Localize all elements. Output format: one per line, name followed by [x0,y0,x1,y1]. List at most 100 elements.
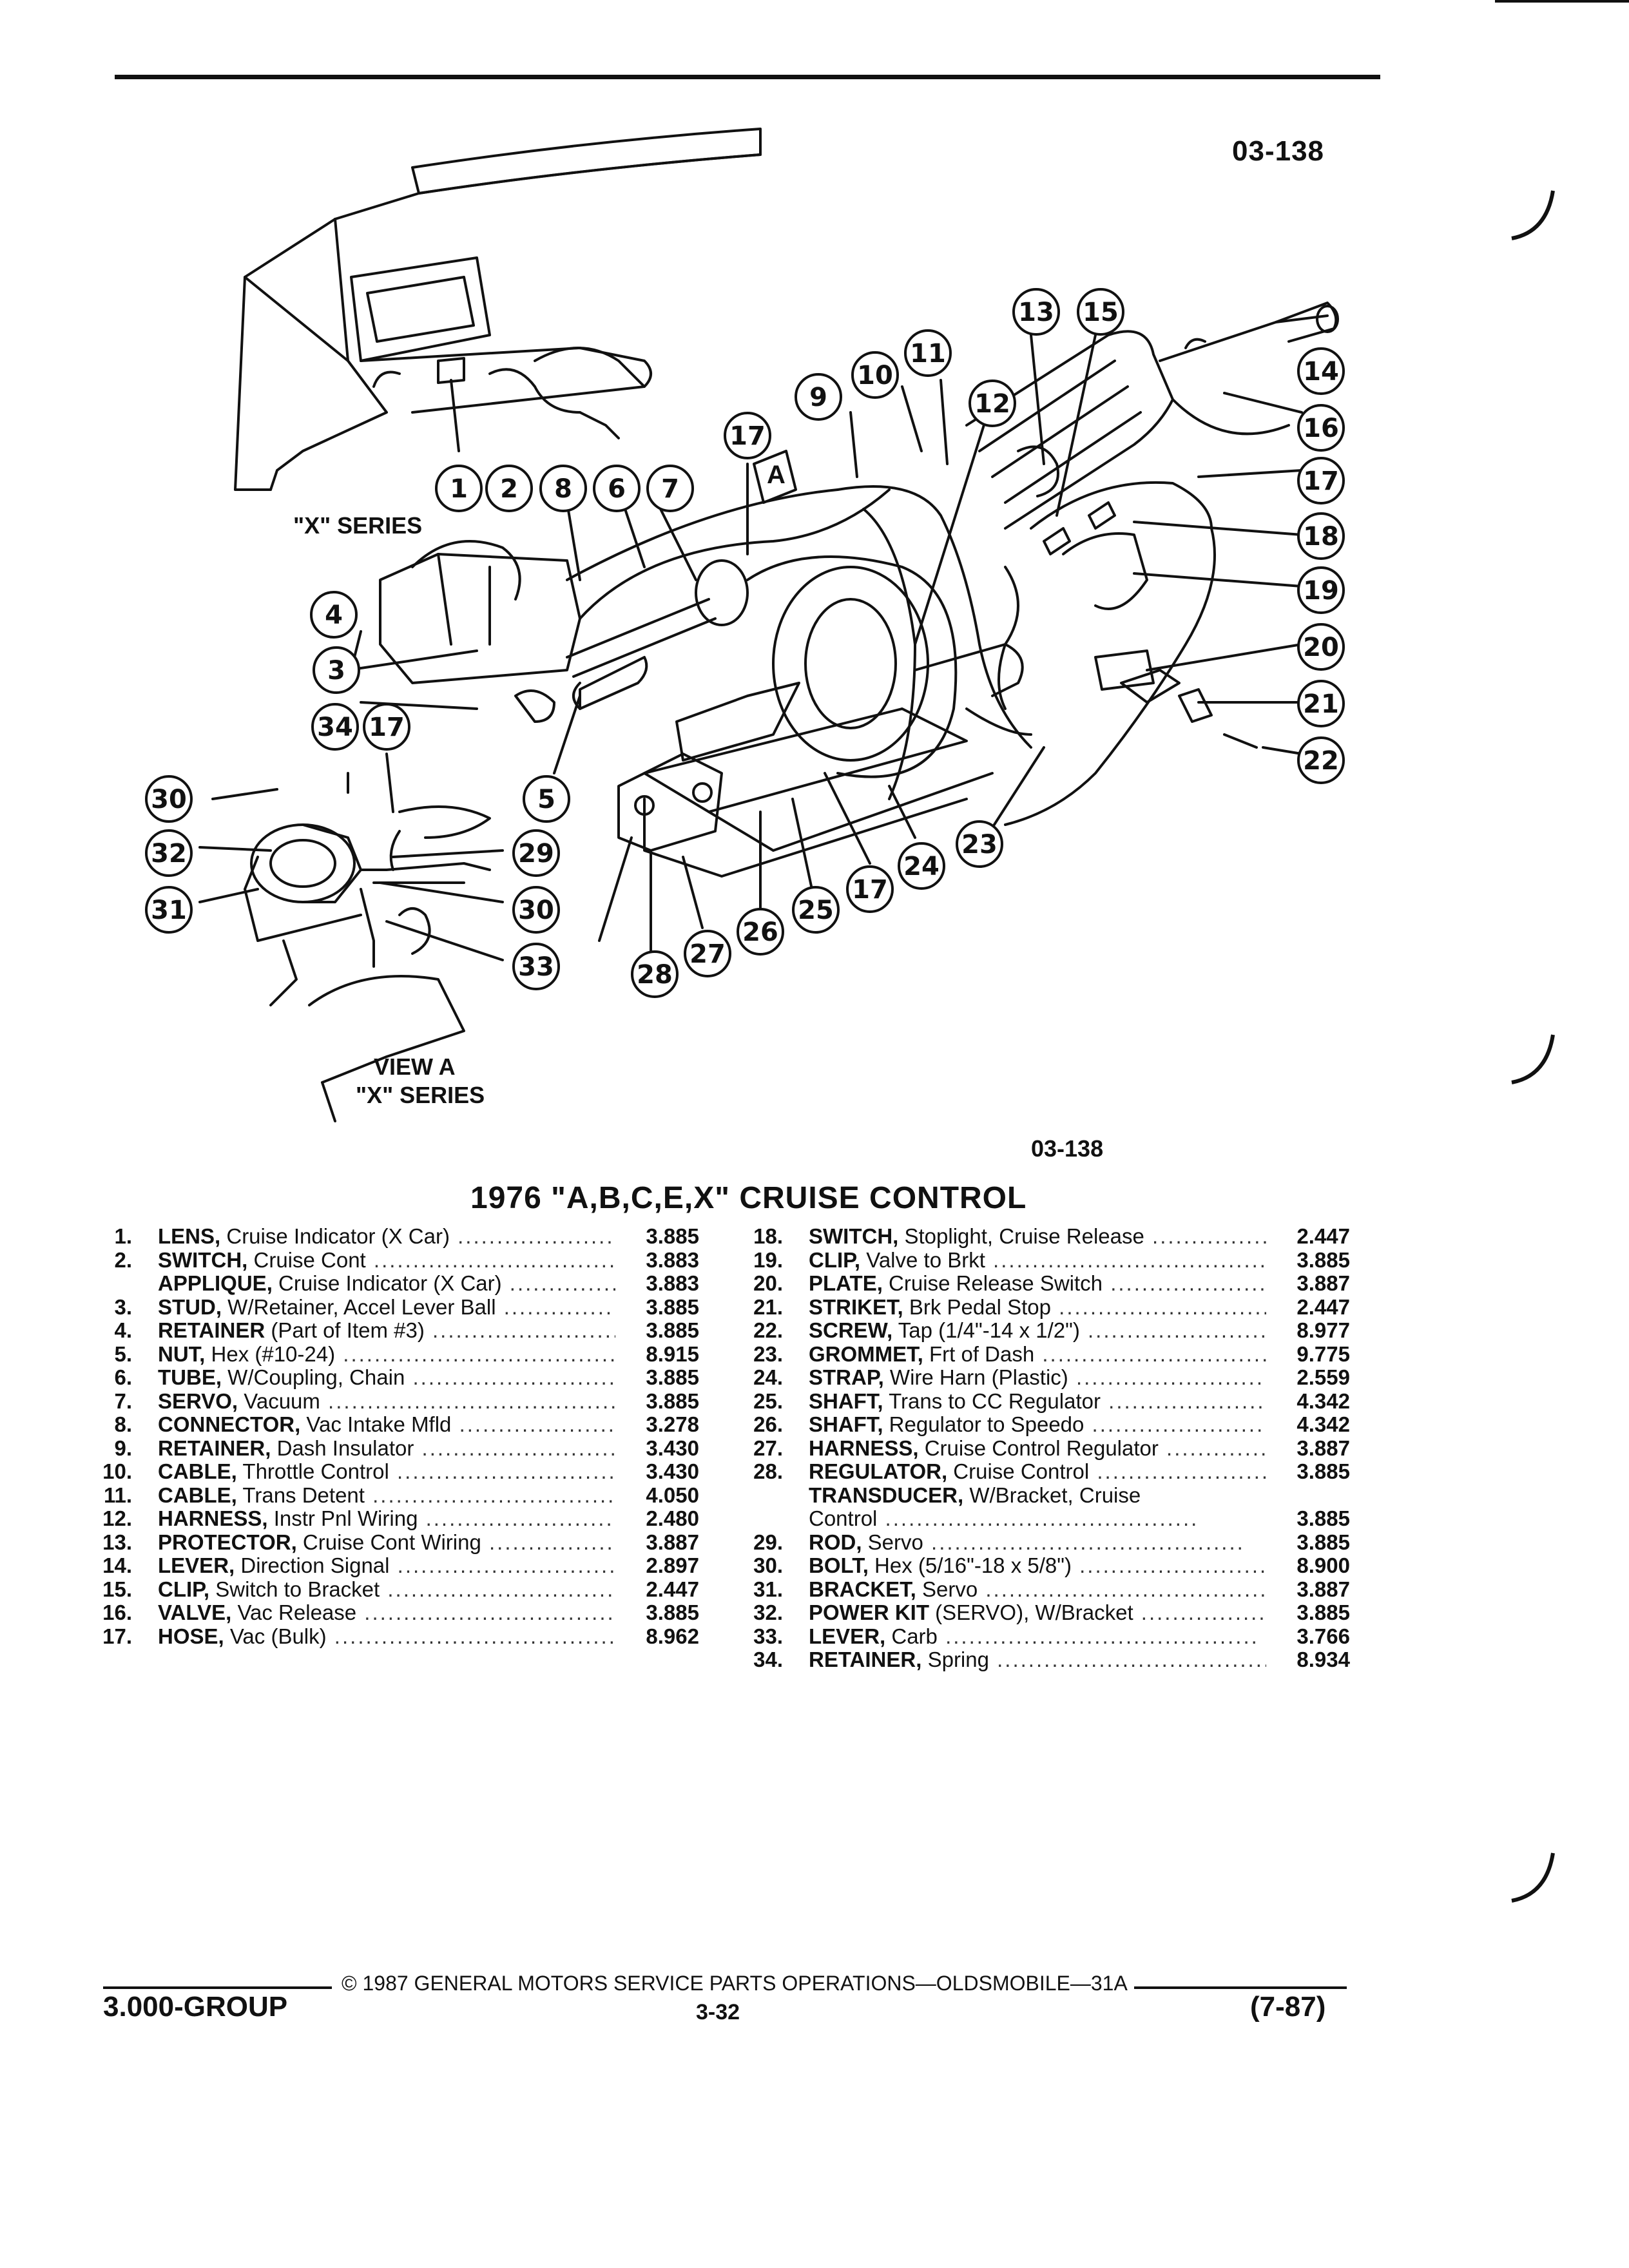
part-row: 18.SWITCH, Stoplight, Cruise Release ...… [747,1224,1360,1248]
dot-leader: ........................................ [1087,1318,1266,1342]
part-detail: Servo [916,1577,978,1601]
footer-copyright: © 1987 GENERAL MOTORS SERVICE PARTS OPER… [342,1972,1128,1995]
part-row: Control ................................… [747,1506,1360,1530]
part-detail: Stoplight, Cruise Release [898,1224,1144,1248]
part-detail: Vacuum [238,1389,320,1413]
part-name: CABLE, [158,1459,237,1483]
callout-label: 17 [852,875,888,905]
part-number: 1. [114,1224,132,1248]
part-code: 3.885 [646,1224,699,1248]
part-detail: Instr Pnl Wiring [267,1506,418,1530]
dot-leader: ........................................ [1059,1294,1266,1319]
callout-12: 12 [969,380,1016,427]
part-number: 17. [102,1624,132,1648]
part-detail: Switch to Bracket [209,1577,380,1601]
part-code: 3.766 [1296,1624,1350,1648]
callout-1: 1 [435,465,483,512]
part-detail: Spring [921,1648,989,1671]
part-description: VALVE, Vac Release .....................… [158,1600,615,1625]
parts-list-left: 1. LENS, Cruise Indicator (X Car) .......… [97,1224,709,1648]
callout-7: 7 [646,465,694,512]
part-number: 23. [753,1341,783,1366]
part-name: SWITCH, [158,1247,248,1272]
part-code: 2.559 [1296,1365,1350,1389]
part-number: 9. [114,1436,132,1460]
part-description: LENS, Cruise Indicator (X Car) .........… [158,1224,615,1249]
part-name: SHAFT, [809,1412,883,1436]
dot-leader: ........................................ [1079,1553,1266,1577]
part-number: 24. [753,1365,783,1389]
dot-leader: ........................................ [432,1318,615,1342]
callout-label: 24 [903,852,940,881]
part-description: HARNESS, Instr Pnl Wiring ..............… [158,1506,615,1531]
part-description: HOSE, Vac (Bulk) .......................… [158,1624,615,1649]
part-detail: Hex (5/16"-18 x 5/8") [868,1553,1072,1577]
corner-mark [1495,0,1629,3]
part-code: 4.050 [646,1483,699,1507]
figure-number: 03-138 [1232,135,1325,167]
callout-label: 30 [151,785,187,814]
part-row: 31.BRACKET, Servo ......................… [747,1577,1360,1601]
callout-label: 33 [518,952,554,982]
part-row: 21.STRIKET, Brk Pedal Stop .............… [747,1295,1360,1319]
margin-mark-3 [1511,1852,1555,1903]
part-number: 12. [102,1506,132,1530]
dot-leader: ........................................ [459,1412,615,1436]
part-row: 34.RETAINER, Spring ....................… [747,1648,1360,1671]
dot-leader: ........................................ [1092,1412,1266,1436]
callout-label: 11 [910,339,946,369]
part-code: 8.900 [1296,1553,1350,1577]
dot-leader: ........................................ [509,1271,615,1295]
part-detail: Vac (Bulk) [224,1624,327,1648]
part-detail: Throttle Control [236,1459,389,1483]
callout-26: 26 [737,908,784,956]
part-description: PLATE, Cruise Release Switch ...........… [809,1271,1266,1296]
callout-17-bottom: 17 [846,865,894,913]
callout-label: 6 [608,474,626,504]
margin-mark-1 [1511,190,1555,240]
callout-label: 25 [798,896,834,925]
callout-label: 22 [1303,746,1339,776]
part-description: CLIP, Switch to Bracket ................… [158,1577,615,1602]
part-name: STUD, [158,1294,222,1319]
callout-label: 1 [450,474,468,504]
part-code: 3.883 [646,1247,699,1272]
callout-label: 2 [500,474,518,504]
dot-leader: ........................................ [503,1294,615,1319]
part-code: 3.885 [1296,1600,1350,1624]
dot-leader: ........................................ [412,1365,615,1389]
callout-20: 20 [1297,623,1345,671]
part-detail: Vac Release [231,1600,357,1624]
part-detail: Cruise Control [947,1459,1090,1483]
part-name: SWITCH, [809,1224,899,1248]
part-row: 8.CONNECTOR, Vac Intake Mfld ...........… [97,1412,709,1436]
part-number: 19. [753,1247,783,1272]
part-name: APPLIQUE, [158,1271,273,1295]
view-marker: A [767,461,786,489]
part-code: 3.885 [646,1365,699,1389]
callout-label: 14 [1303,357,1339,387]
callout-4: 4 [310,591,358,639]
part-description: CLIP, Valve to Brkt ....................… [809,1248,1266,1273]
section-title: 1976 "A,B,C,E,X" CRUISE CONTROL [470,1181,1027,1215]
part-number: 7. [114,1389,132,1413]
part-name: SERVO, [158,1389,238,1413]
part-name: STRIKET, [809,1294,903,1319]
callout-label: 17 [1303,466,1339,496]
part-description: CABLE, Throttle Control ................… [158,1459,615,1484]
part-name: VALVE, [158,1600,232,1624]
dot-leader: ........................................ [397,1459,615,1483]
part-number: 33. [753,1624,783,1648]
part-number: 18. [753,1224,783,1248]
part-number: 21. [753,1294,783,1319]
part-detail: Wire Harn (Plastic) [883,1365,1068,1389]
part-code: 2.447 [1296,1224,1350,1248]
part-name: TRANSDUCER, [809,1483,964,1507]
part-row: 33.LEVER, Carb .........................… [747,1624,1360,1648]
part-description: POWER KIT (SERVO), W/Bracket ...........… [809,1600,1266,1625]
part-detail: Cruise Cont Wiring [296,1530,481,1554]
part-code: 3.885 [646,1600,699,1624]
dot-leader: ........................................ [993,1247,1266,1272]
callout-label: 21 [1303,689,1339,719]
part-row: 28.REGULATOR, Cruise Control ...........… [747,1459,1360,1483]
